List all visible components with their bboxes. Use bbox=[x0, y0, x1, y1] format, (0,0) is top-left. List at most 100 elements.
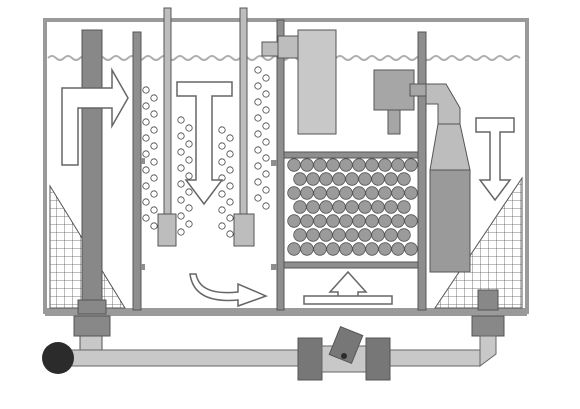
bubble bbox=[177, 196, 185, 204]
media-ball bbox=[332, 228, 346, 242]
media-ball bbox=[404, 158, 418, 172]
bubble bbox=[142, 86, 150, 94]
bubble bbox=[142, 166, 150, 174]
bubble bbox=[150, 190, 158, 198]
media-ball bbox=[384, 172, 398, 186]
media-ball bbox=[352, 158, 366, 172]
media-ball bbox=[332, 200, 346, 214]
ball-valve-icon[interactable] bbox=[328, 325, 364, 365]
bubble bbox=[262, 138, 270, 146]
bubble bbox=[226, 182, 234, 190]
media-ball bbox=[306, 228, 320, 242]
bubble bbox=[254, 98, 262, 106]
bubble bbox=[150, 110, 158, 118]
bubble bbox=[218, 126, 226, 134]
flow-down-arrow-icon bbox=[176, 81, 233, 206]
bubble bbox=[177, 116, 185, 124]
media-ball bbox=[378, 242, 392, 256]
media-ball bbox=[371, 200, 385, 214]
bubble bbox=[150, 174, 158, 182]
media-ball bbox=[339, 158, 353, 172]
media-ball bbox=[391, 186, 405, 200]
media-ball bbox=[339, 186, 353, 200]
bubble bbox=[142, 214, 150, 222]
bubble bbox=[177, 132, 185, 140]
bubble bbox=[185, 156, 193, 164]
media-ball bbox=[358, 172, 372, 186]
media-ball bbox=[313, 242, 327, 256]
bubble bbox=[185, 124, 193, 132]
media-ball bbox=[306, 172, 320, 186]
media-ball bbox=[306, 200, 320, 214]
media-ball bbox=[319, 200, 333, 214]
bubble bbox=[226, 166, 234, 174]
air-diffuser-icon bbox=[157, 7, 177, 247]
bubble bbox=[262, 170, 270, 178]
media-ball bbox=[404, 242, 418, 256]
bubble bbox=[150, 206, 158, 214]
baffle-1 bbox=[132, 31, 142, 311]
bubble bbox=[150, 222, 158, 230]
bubble bbox=[254, 178, 262, 186]
bubble bbox=[142, 198, 150, 206]
media-ball bbox=[326, 158, 340, 172]
return-plumbing bbox=[61, 335, 497, 381]
bubble bbox=[150, 158, 158, 166]
media-ball bbox=[378, 214, 392, 228]
bubble bbox=[218, 206, 226, 214]
media-ball bbox=[319, 172, 333, 186]
bubble bbox=[150, 142, 158, 150]
bubble bbox=[262, 186, 270, 194]
bubble bbox=[177, 228, 185, 236]
bubble bbox=[177, 212, 185, 220]
bubble bbox=[226, 134, 234, 142]
media-ball bbox=[293, 200, 307, 214]
bubble bbox=[142, 118, 150, 126]
media-ball bbox=[287, 186, 301, 200]
bubble bbox=[254, 82, 262, 90]
bubble bbox=[254, 162, 262, 170]
bubble bbox=[262, 74, 270, 82]
bubble bbox=[185, 140, 193, 148]
media-ball bbox=[352, 186, 366, 200]
media-ball bbox=[287, 158, 301, 172]
media-ball bbox=[313, 158, 327, 172]
media-ball bbox=[339, 214, 353, 228]
bubble bbox=[142, 134, 150, 142]
media-ball bbox=[300, 186, 314, 200]
media-ball bbox=[365, 214, 379, 228]
media-ball bbox=[371, 172, 385, 186]
media-ball bbox=[365, 242, 379, 256]
bubble bbox=[142, 150, 150, 158]
media-ball bbox=[391, 214, 405, 228]
media-ball bbox=[391, 242, 405, 256]
media-ball bbox=[391, 158, 405, 172]
baffle-2 bbox=[276, 19, 285, 311]
media-ball bbox=[352, 242, 366, 256]
media-ball bbox=[378, 186, 392, 200]
bubble bbox=[262, 90, 270, 98]
overflow-arrow-icon bbox=[61, 67, 129, 166]
bubble bbox=[218, 190, 226, 198]
bubble bbox=[177, 180, 185, 188]
bubble bbox=[218, 222, 226, 230]
media-ball bbox=[371, 228, 385, 242]
bubble bbox=[262, 106, 270, 114]
bubble bbox=[177, 164, 185, 172]
media-ball bbox=[332, 172, 346, 186]
media-ball bbox=[287, 214, 301, 228]
bubble bbox=[226, 230, 234, 238]
protein-skimmer-icon bbox=[429, 123, 471, 273]
bubble bbox=[177, 148, 185, 156]
media-ball bbox=[313, 186, 327, 200]
media-ball bbox=[384, 200, 398, 214]
media-ball bbox=[397, 228, 411, 242]
air-diffuser-icon bbox=[233, 7, 255, 247]
media-ball bbox=[300, 214, 314, 228]
media-ball bbox=[365, 186, 379, 200]
bubble bbox=[185, 204, 193, 212]
bio-ball-media-icon bbox=[283, 151, 419, 269]
media-ball bbox=[345, 172, 359, 186]
